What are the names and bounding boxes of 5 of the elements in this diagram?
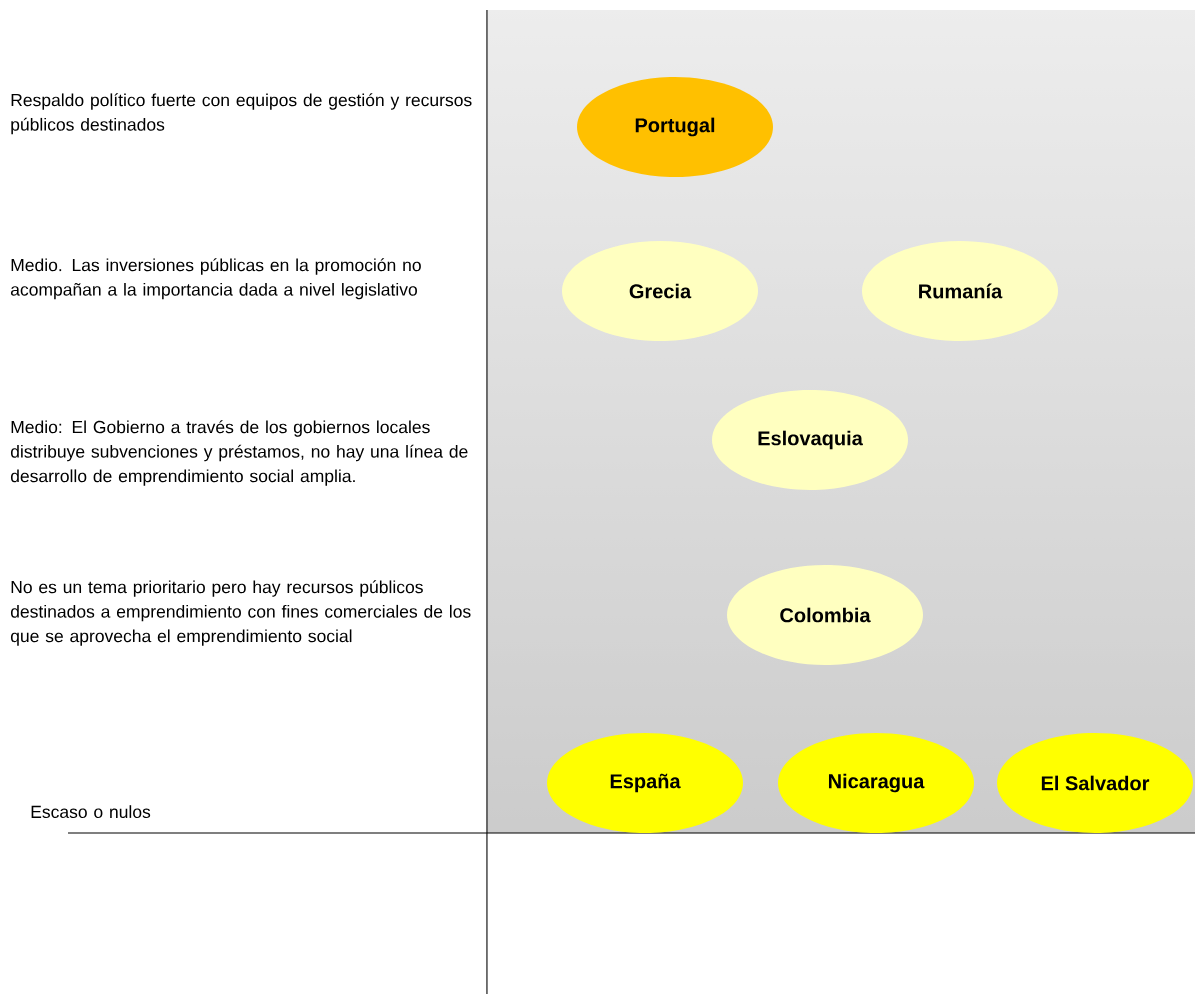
level-description: No es un tema prioritario pero hay recursos públicos destinados a emprendimiento con fines comerciales de los que se aprovecha el emprendimiento social: [10, 580, 471, 646]
level-description: Medio. Las inversiones públicas en la promoción no acompañan a la importancia dada a nivel legislativo: [10, 258, 421, 300]
level-description: Escaso o nulos: [31, 805, 151, 819]
level-description: Respaldo político fuerte con equipos de gestión y recursos públicos destinados: [11, 93, 472, 135]
level-description: Medio: El Gobierno a través de los gobiernos locales distribuye subvenciones y préstamos, no hay una línea de desarrollo de emprendimiento social amplia.: [10, 420, 468, 486]
